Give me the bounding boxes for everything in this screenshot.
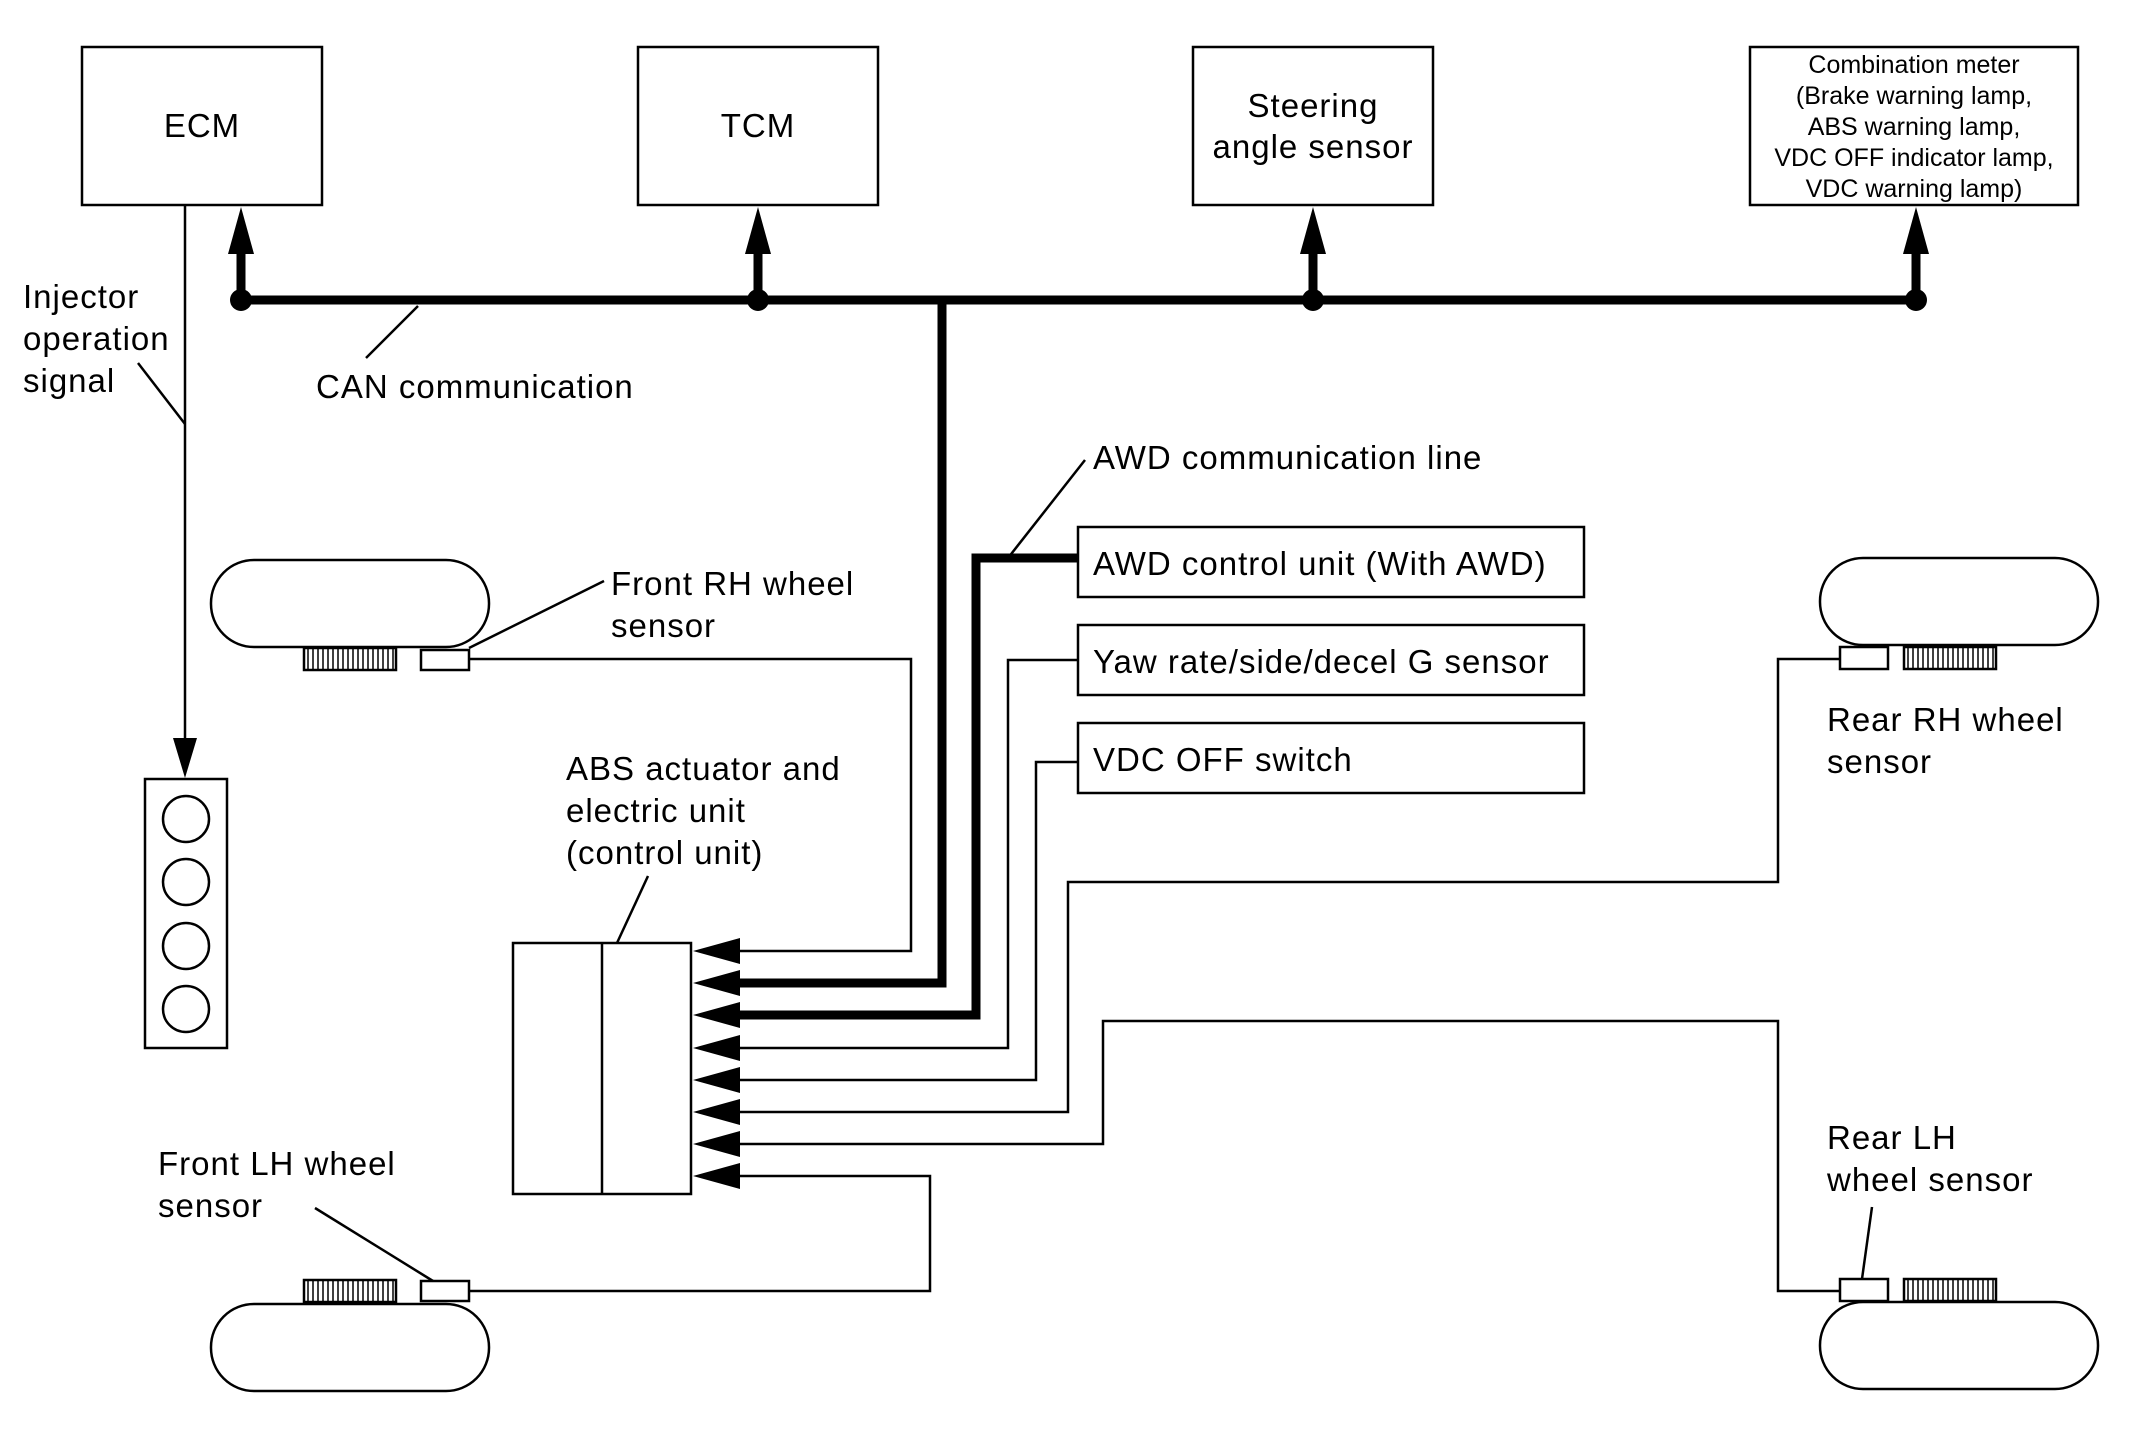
tcm-label: TCM: [721, 107, 795, 144]
rear-lh-label-leader: [1860, 1206, 1874, 1280]
combination-meter-line3: ABS warning lamp,: [1808, 113, 2021, 141]
front-rh-label-leader: [468, 579, 605, 650]
combination-meter-line2: (Brake warning lamp,: [1796, 82, 2032, 110]
rear-rh-label-line1: Rear RH wheel: [1827, 701, 2064, 738]
front-lh-label-line2: sensor: [158, 1187, 263, 1224]
rear-lh-label-line2: wheel sensor: [1826, 1161, 2033, 1198]
combination-meter-box: Combination meter (Brake warning lamp, A…: [1748, 45, 2080, 207]
awd-communication-line-label: AWD communication line: [1093, 439, 1482, 476]
front-rh-label-line2: sensor: [611, 607, 716, 644]
front-rh-sensor-icon: [419, 648, 471, 672]
ecm-label: ECM: [164, 107, 240, 144]
front-lh-sensor-icon: [419, 1279, 471, 1303]
abs-unit-label-line1: ABS actuator and: [566, 750, 841, 787]
vdc-off-switch-box: VDC OFF switch: [1076, 721, 1586, 795]
front-lh-label-line1: Front LH wheel: [158, 1145, 396, 1182]
abs-input-arrows: [693, 938, 740, 1157]
abs-actuator-unit: [511, 941, 693, 1196]
injector-label-line3: signal: [23, 362, 115, 399]
front-rh-wire: [470, 657, 913, 953]
rear-lh-label-line1: Rear LH: [1827, 1119, 1957, 1156]
front-lh-label-leader: [314, 1206, 434, 1283]
front-lh-wheel: [209, 1278, 491, 1393]
ecm-box: ECM: [80, 45, 324, 207]
tcm-box: TCM: [636, 45, 880, 207]
injector-label-line1: Injector: [23, 278, 139, 315]
front-rh-label-line1: Front RH wheel: [611, 565, 854, 602]
rear-lh-sensor-icon: [1838, 1277, 1890, 1303]
engine-cylinders: [143, 777, 229, 1050]
awd-control-unit-label: AWD control unit (With AWD): [1093, 545, 1547, 582]
rear-lh-wheel: [1818, 1277, 2100, 1391]
steering-label-line1: Steering: [1248, 87, 1379, 124]
injector-label-line2: operation: [23, 320, 170, 357]
yaw-rate-sensor-box: Yaw rate/side/decel G sensor: [1076, 623, 1586, 697]
can-label: CAN communication: [316, 368, 634, 405]
rear-lh-wire: [740, 1019, 1840, 1293]
rear-rh-tone-ring: [1907, 647, 1994, 669]
rear-rh-wheel: [1818, 556, 2100, 671]
front-lh-tone-ring: [307, 1280, 394, 1302]
can-label-leader: [365, 305, 419, 359]
abs-unit-label-line2: electric unit: [566, 792, 746, 829]
yaw-rate-sensor-label: Yaw rate/side/decel G sensor: [1093, 643, 1550, 680]
rear-rh-label-line2: sensor: [1827, 743, 1932, 780]
combination-meter-line4: VDC OFF indicator lamp,: [1774, 144, 2053, 172]
rear-rh-wire: [740, 657, 1840, 1114]
yaw-rate-wire: [740, 658, 1078, 1050]
abs-label-leader: [615, 875, 650, 944]
rear-lh-tone-ring: [1907, 1279, 1994, 1301]
steering-label-line2: angle sensor: [1213, 128, 1414, 165]
front-rh-wheel: [209, 558, 491, 672]
vdc-off-switch-label: VDC OFF switch: [1093, 741, 1353, 778]
awd-line-leader: [1007, 459, 1086, 559]
rear-rh-sensor-icon: [1838, 645, 1890, 671]
vdc-switch-wire: [740, 760, 1078, 1082]
combination-meter-line1: Combination meter: [1808, 51, 2019, 79]
abs-unit-label-line3: (control unit): [566, 834, 763, 871]
awd-control-unit-box: AWD control unit (With AWD): [1076, 525, 1586, 599]
steering-angle-sensor-box: Steering angle sensor: [1191, 45, 1435, 207]
can-bus: [228, 207, 1929, 311]
can-to-abs-line: [740, 300, 947, 988]
awd-communication-line: [740, 553, 1078, 1020]
front-lh-wire: [470, 1174, 932, 1293]
injector-signal-line: [137, 205, 197, 778]
front-rh-tone-ring: [307, 648, 394, 670]
combination-meter-line5: VDC warning lamp): [1806, 175, 2023, 203]
